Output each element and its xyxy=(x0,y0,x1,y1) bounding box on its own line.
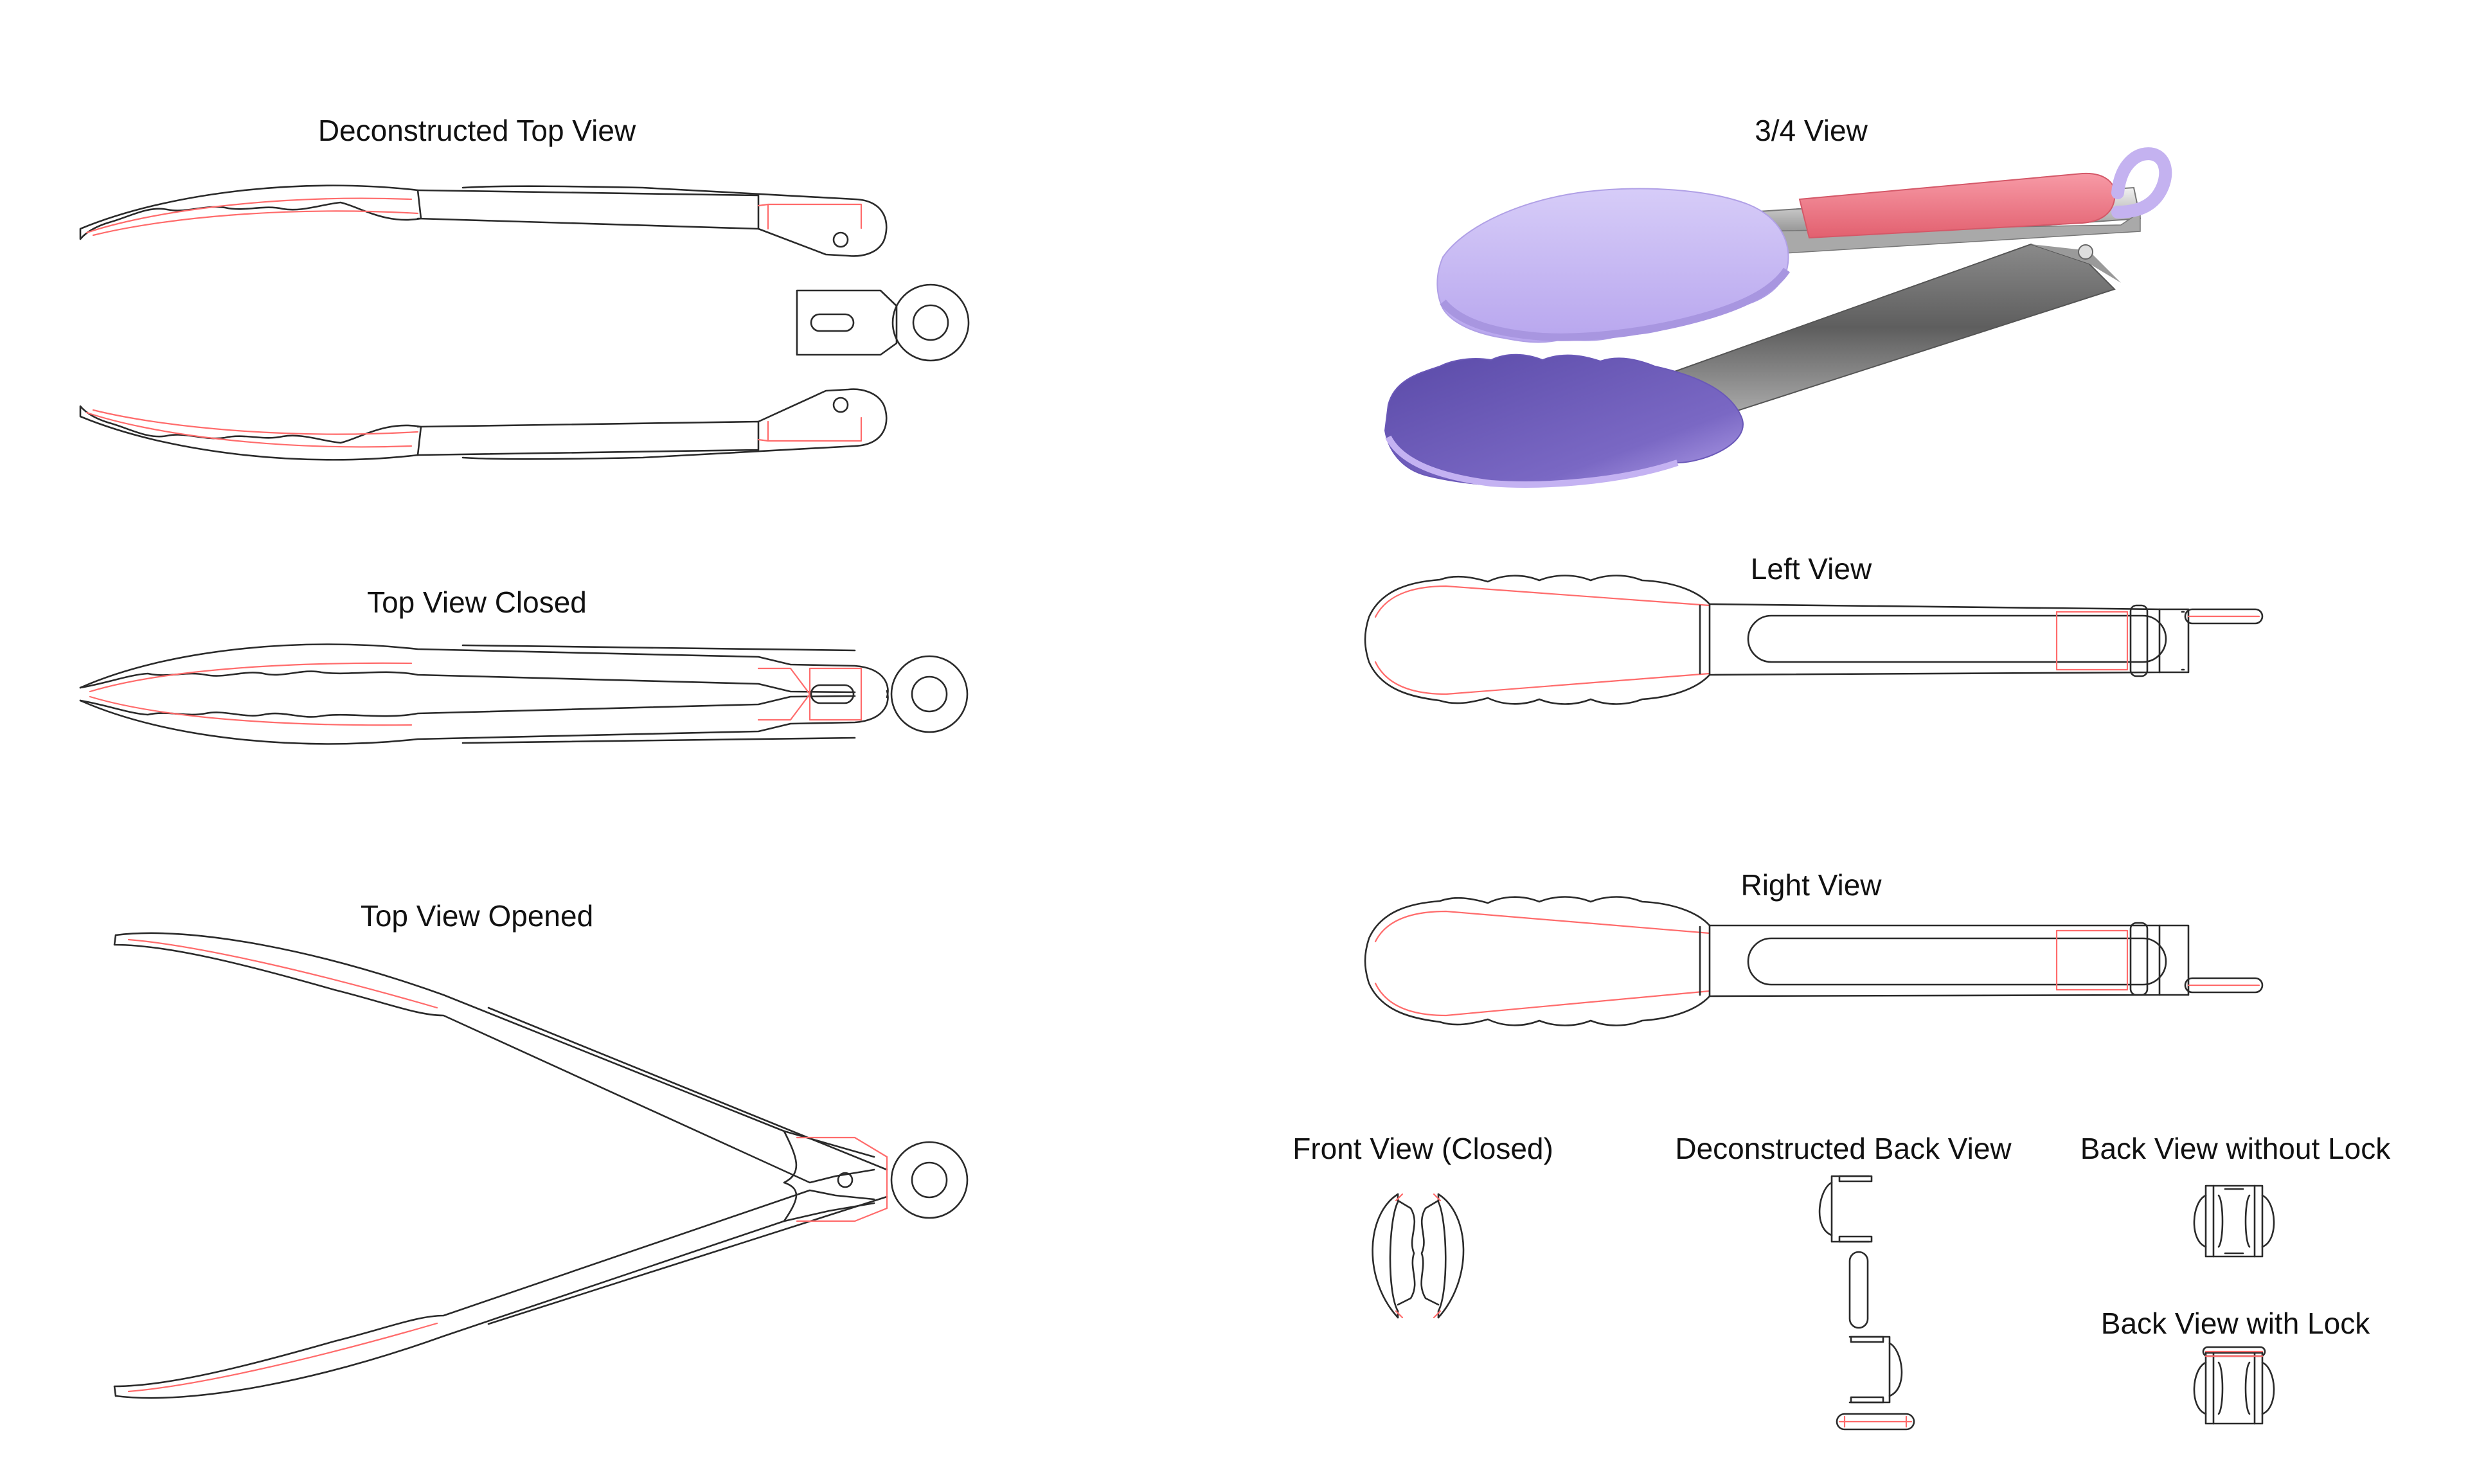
deconstructed-back-view-parts xyxy=(1818,1175,1915,1431)
top-closed-tongs xyxy=(79,643,969,745)
right-view-tongs xyxy=(1364,896,2264,1026)
back-view-with-lock-part xyxy=(2193,1346,2275,1425)
label-left-view: Left View xyxy=(1750,552,1872,586)
top-opened-tongs xyxy=(113,932,969,1399)
front-view-closed-profile xyxy=(1372,1193,1465,1319)
deconstructed-top-lock-slider xyxy=(796,283,970,362)
label-top-view-opened: Top View Opened xyxy=(360,899,594,933)
label-front-view-closed: Front View (Closed) xyxy=(1292,1132,1553,1165)
deconstructed-top-upper-arm xyxy=(79,184,888,257)
back-view-without-lock-part xyxy=(2193,1185,2275,1258)
three-quarter-render xyxy=(1384,147,2172,488)
left-view-tongs xyxy=(1364,575,2264,705)
label-right-view: Right View xyxy=(1740,868,1882,902)
label-three-quarter-view: 3/4 View xyxy=(1755,114,1868,147)
label-deconstructed-back-view: Deconstructed Back View xyxy=(1675,1132,2012,1165)
label-back-view-with-lock: Back View with Lock xyxy=(2100,1307,2370,1340)
deconstructed-top-lower-arm xyxy=(79,388,888,461)
label-deconstructed-top-view: Deconstructed Top View xyxy=(317,114,636,147)
label-top-view-closed: Top View Closed xyxy=(367,586,587,619)
label-back-view-without-lock: Back View without Lock xyxy=(2080,1132,2391,1165)
